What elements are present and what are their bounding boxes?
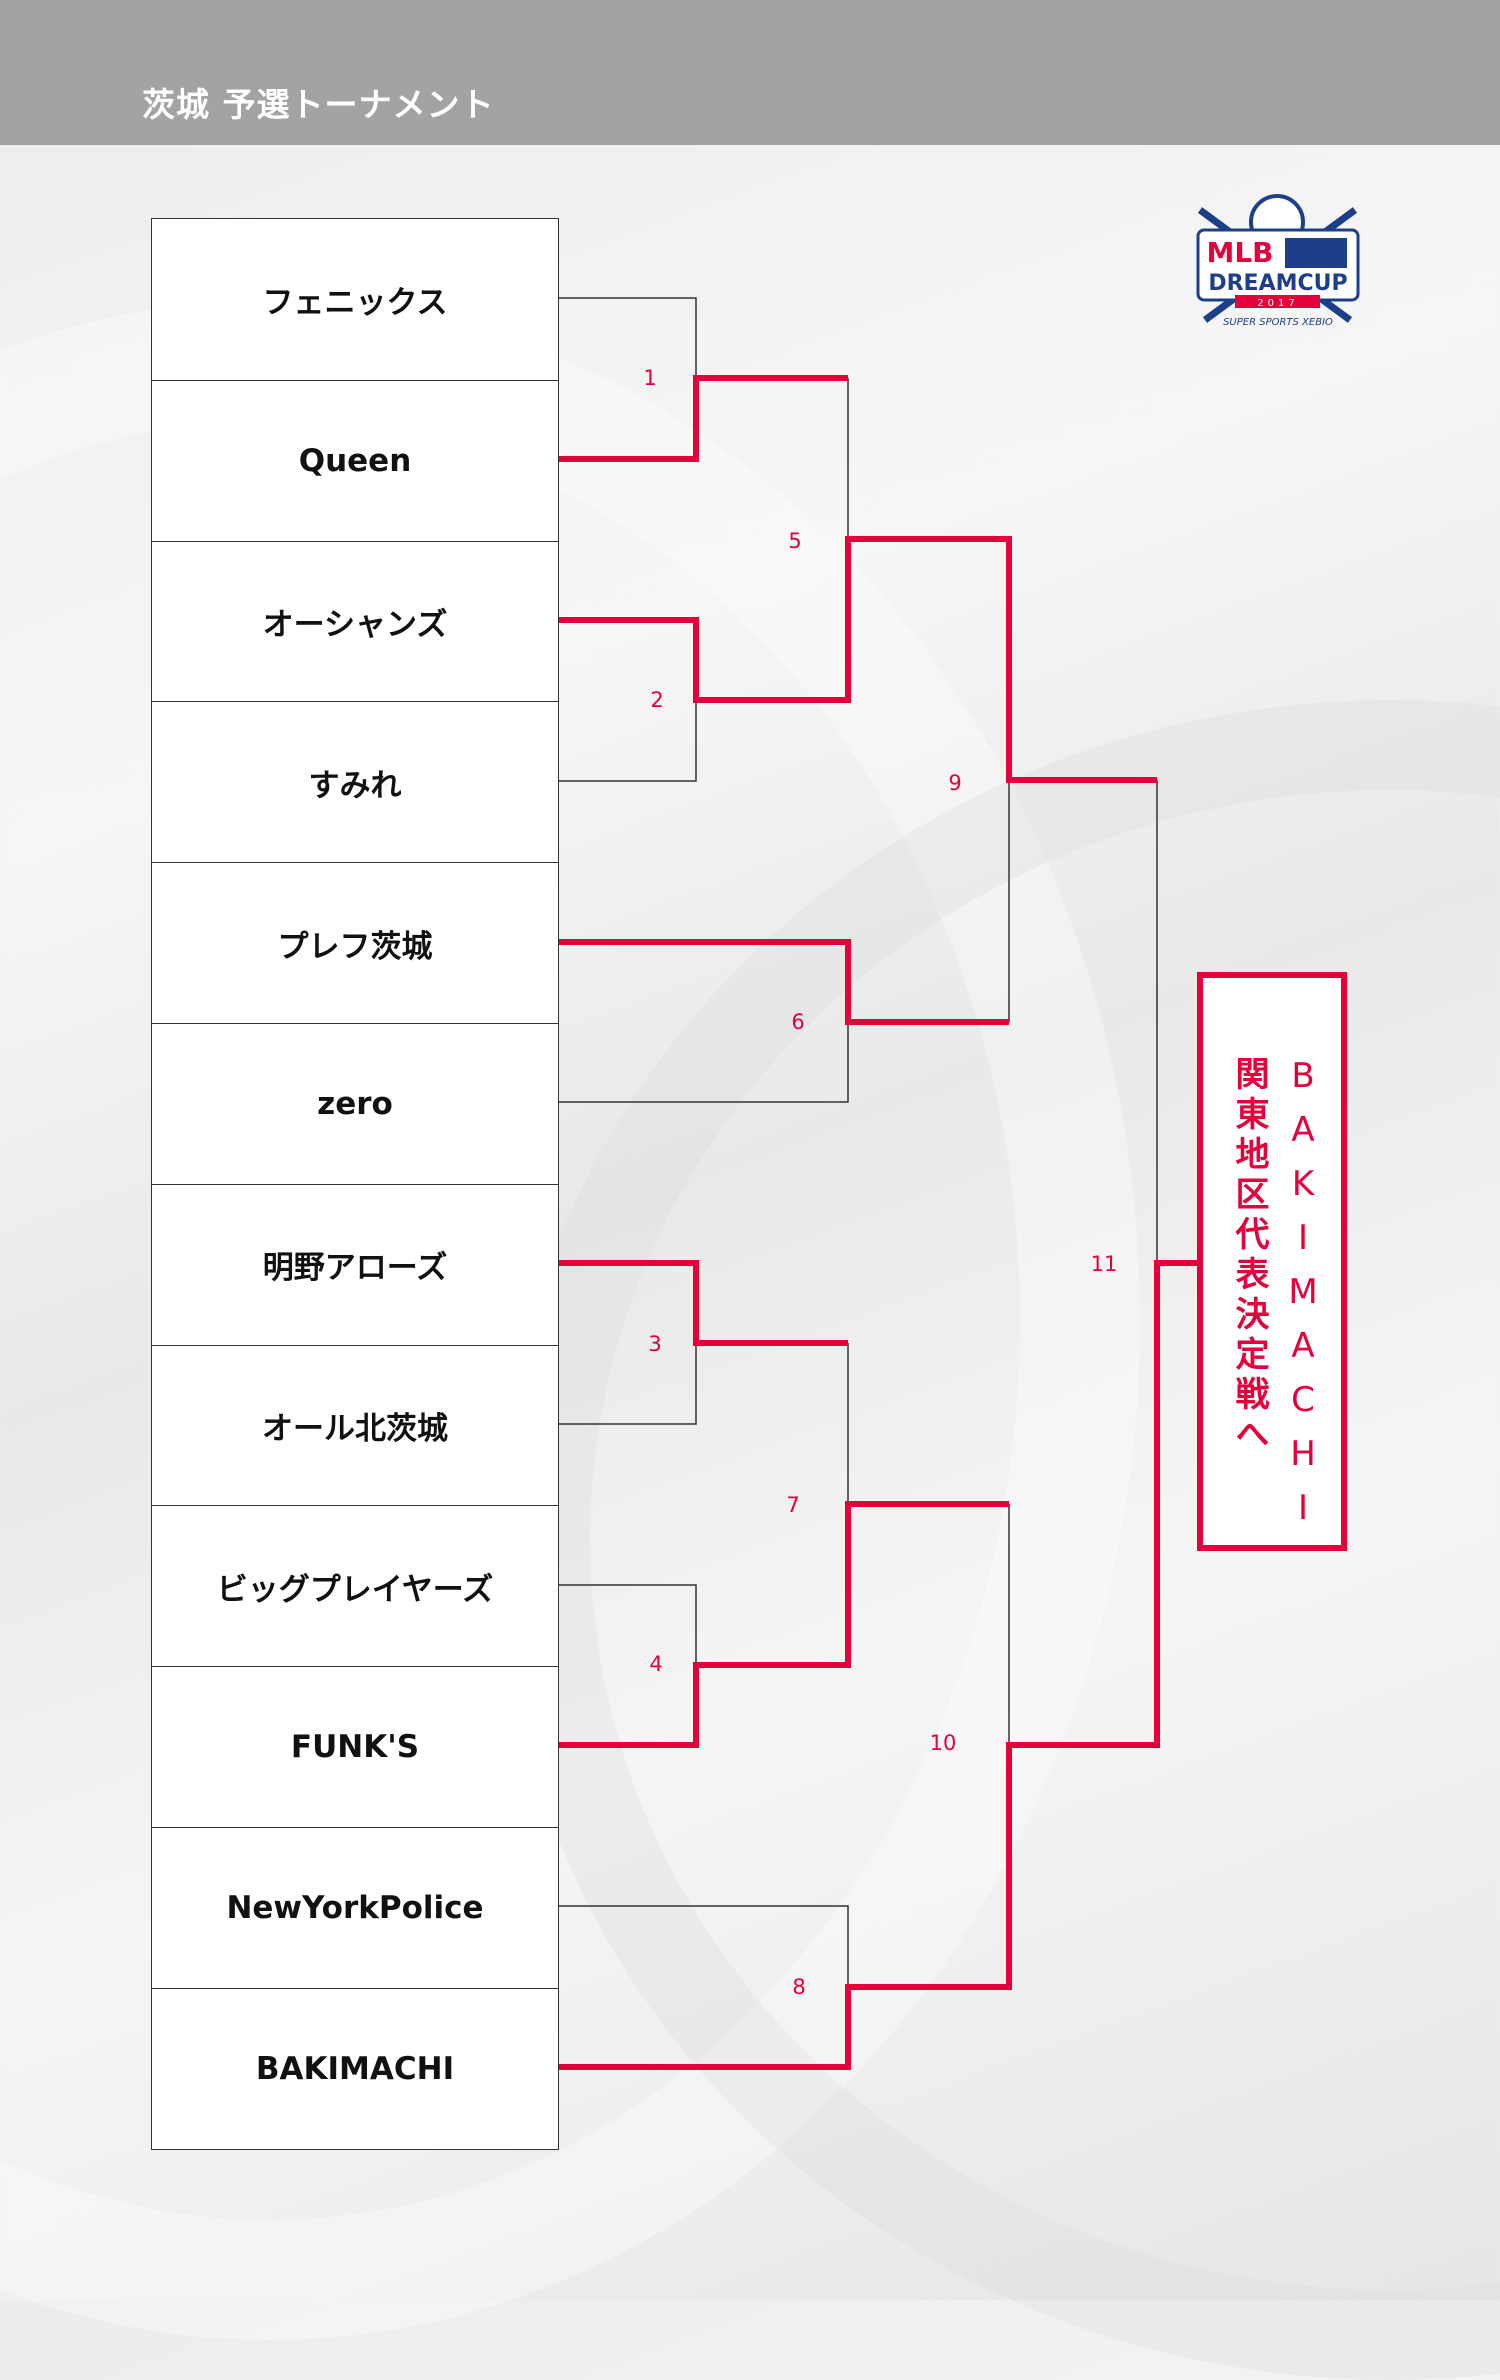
team-cell: ビッグプレイヤーズ (152, 1505, 558, 1666)
match-number: 5 (788, 529, 802, 553)
logo-dreamcup-text: DREAMCUP (1208, 271, 1347, 296)
bracket-lines (559, 297, 1197, 2070)
mlb-dreamcup-logo: MLB DREAMCUP 2017 SUPER SPORTS XEBIO (1196, 194, 1360, 328)
page-title: 茨城 予選トーナメント (142, 85, 495, 124)
loser-line (559, 1343, 697, 1425)
match-number: 2 (650, 688, 664, 712)
match-number: 4 (649, 1652, 663, 1676)
loser-line (559, 1022, 849, 1103)
loser-line (559, 1905, 849, 1987)
match-number: 11 (1090, 1252, 1118, 1276)
team-cell: すみれ (152, 701, 558, 862)
team-cell: FUNK'S (152, 1666, 558, 1827)
winner-line (559, 375, 848, 462)
winner-line (559, 939, 1009, 1025)
match-number: 6 (791, 1010, 805, 1034)
team-cell: BAKIMACHI (152, 1987, 558, 2149)
team-cell: 明野アローズ (152, 1183, 558, 1345)
winner-line (559, 536, 1157, 783)
loser-line (559, 700, 697, 782)
result-winner: BAKIMACHI (1283, 1056, 1323, 1542)
header-bar: 茨城 予選トーナメント (0, 0, 1500, 145)
svg-text:2017: 2017 (1257, 298, 1298, 309)
winner-line (559, 1260, 848, 1346)
team-cell: フェニックス (262, 284, 448, 321)
team-cell: zero (152, 1022, 558, 1184)
winner-line (559, 1260, 1197, 2070)
match-number: 3 (648, 1332, 662, 1356)
team-cell: Queen (152, 379, 558, 541)
team-cell: オーシャンズ (152, 540, 558, 702)
team-cell: NewYorkPolice (152, 1826, 558, 1988)
svg-text:SUPER SPORTS XEBIO: SUPER SPORTS XEBIO (1223, 317, 1333, 328)
logo-mlb-text: MLB (1206, 236, 1273, 269)
match-number: 9 (948, 771, 962, 795)
match-number: 1 (643, 366, 657, 390)
team-cell: オール北茨城 (152, 1344, 558, 1506)
match-number: 8 (792, 1975, 806, 1999)
winner-line (559, 1501, 1009, 1748)
result-box: 関東地区代表決定戦へ BAKIMACHI (1197, 972, 1347, 1551)
team-list: フェニックス Queen オーシャンズ すみれ プレフ茨城 zero 明野アロー… (151, 218, 559, 2150)
loser-line (559, 297, 697, 378)
team-cell: プレフ茨城 (152, 862, 558, 1023)
result-next-stage: 関東地区代表決定戦へ (1229, 1056, 1269, 1456)
loser-line (559, 1584, 697, 1665)
match-number: 7 (786, 1493, 800, 1517)
match-number: 10 (929, 1731, 957, 1755)
